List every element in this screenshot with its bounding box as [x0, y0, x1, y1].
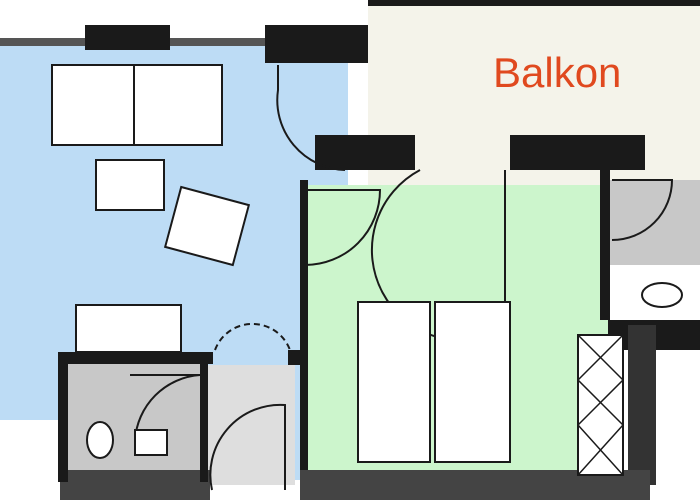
- left-strip: [0, 420, 60, 500]
- washbasin: [641, 282, 683, 308]
- door-arcs: [130, 65, 674, 491]
- wardrobe-crosses: [577, 334, 624, 476]
- door-bathroom-left: [130, 374, 201, 441]
- bathroom-sink: [134, 429, 168, 456]
- door-living-balcony: [276, 65, 346, 171]
- furniture: [51, 64, 683, 476]
- sofa-left: [51, 64, 135, 146]
- hallway: [205, 365, 295, 485]
- bed-left: [357, 301, 431, 463]
- door-bathroom-right: [611, 179, 674, 241]
- sofa-right: [133, 64, 223, 146]
- balcony-label: Balkon: [493, 49, 621, 96]
- coffee-table: [95, 159, 165, 211]
- toilet: [86, 421, 114, 459]
- wardrobe: [577, 334, 624, 476]
- armchair: [163, 185, 251, 267]
- door-kitchen: [214, 323, 291, 351]
- door-bedroom-entry: [304, 189, 382, 266]
- door-hallway: [209, 403, 286, 491]
- kitchen-unit: [75, 304, 182, 353]
- bed-right: [434, 301, 511, 463]
